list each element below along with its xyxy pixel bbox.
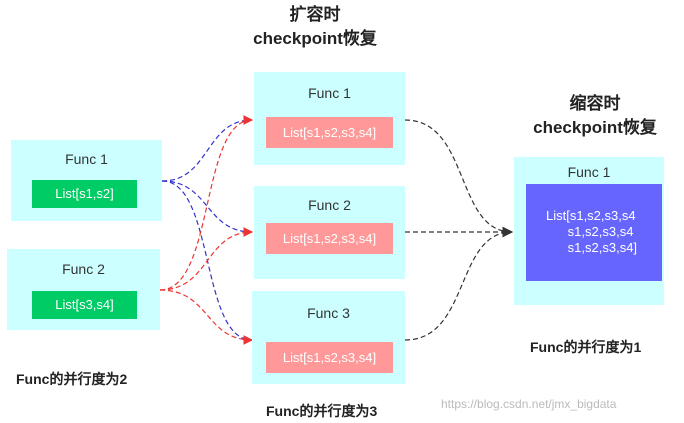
middle-func-3-list: List[s1,s2,s3,s4] (266, 342, 393, 373)
scale-in-title-line1: 缩容时 (569, 94, 621, 113)
right-caption: Func的并行度为1 (530, 339, 642, 355)
middle-func-3-label: Func 3 (307, 305, 350, 321)
right-func-1-label: Func 1 (567, 164, 611, 180)
scale-in-title-line2: checkpoint恢复 (533, 118, 657, 137)
scale-out-title-line1: 扩容时 (289, 5, 341, 24)
middle-func-2-list: List[s1,s2,s3,s4] (266, 223, 393, 254)
right-list-line-2: s1,s2,s3,s4 (546, 224, 634, 239)
middle-func-1-list: List[s1,s2,s3,s4] (266, 117, 393, 148)
right-list-line-1: List[s1,s2,s3,s4 (546, 208, 636, 223)
middle-func-2-label: Func 2 (308, 197, 351, 213)
left-caption: Func的并行度为2 (16, 371, 128, 387)
left-func-1-label: Func 1 (65, 151, 108, 167)
arrow-m1-r1 (404, 119, 514, 238)
arrow-l1-m2 (161, 180, 253, 237)
scale-in-title: 缩容时 checkpoint恢复 (515, 92, 675, 140)
middle-func-2: Func 2 List[s1,s2,s3,s4] (254, 186, 405, 279)
scale-out-title-line2: checkpoint恢复 (253, 29, 377, 48)
arrow-l1-m1 (161, 115, 253, 182)
right-func-1-list: List[s1,s2,s3,s4 s1,s2,s3,s4 s1,s2,s3,s4… (526, 184, 662, 281)
left-func-2-label: Func 2 (62, 261, 105, 277)
right-func-1: Func 1 List[s1,s2,s3,s4 s1,s2,s3,s4 s1,s… (514, 157, 664, 305)
arrow-l2-m1 (159, 115, 253, 291)
middle-func-1: Func 1 List[s1,s2,s3,s4] (254, 72, 405, 165)
left-func-2-list: List[s3,s4] (32, 291, 137, 319)
middle-func-3: Func 3 List[s1,s2,s3,s4] (252, 291, 405, 384)
arrow-l2-m3 (159, 289, 253, 345)
middle-caption: Func的并行度为3 (266, 403, 378, 419)
left-func-2: Func 2 List[s3,s4] (7, 249, 160, 330)
right-list-line-3: s1,s2,s3,s4] (546, 240, 638, 255)
arrow-m3-r1 (404, 226, 514, 341)
left-func-1: Func 1 List[s1,s2] (11, 140, 162, 221)
arrow-l2-m2 (159, 227, 253, 291)
scale-out-title: 扩容时 checkpoint恢复 (240, 3, 390, 51)
middle-func-1-label: Func 1 (308, 85, 351, 101)
left-func-1-list: List[s1,s2] (32, 180, 137, 208)
watermark: https://blog.csdn.net/jmx_bigdata (441, 397, 617, 411)
